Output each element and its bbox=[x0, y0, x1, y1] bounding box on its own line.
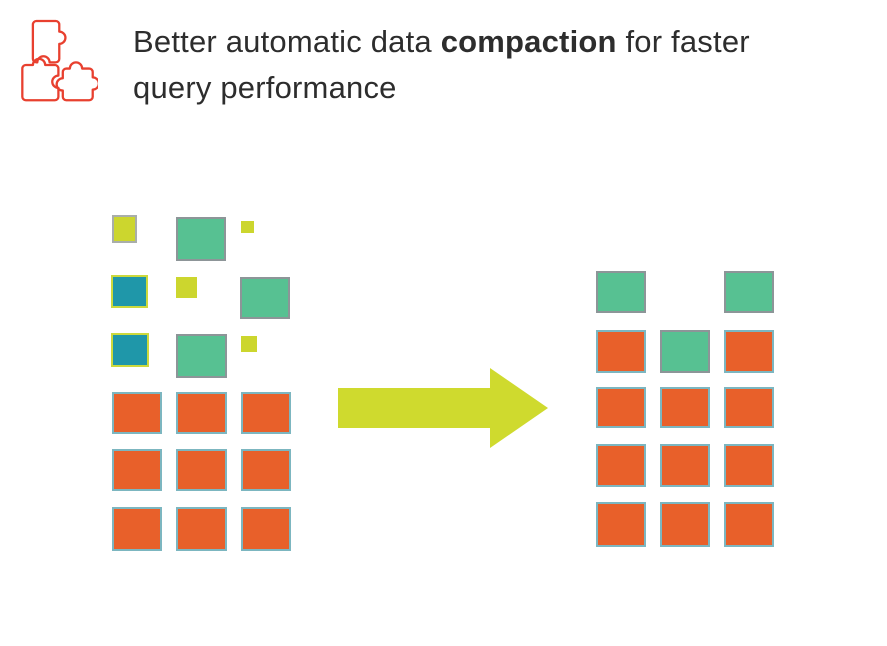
file-block bbox=[596, 444, 646, 487]
file-block bbox=[112, 215, 137, 243]
file-block bbox=[660, 444, 710, 487]
file-block bbox=[111, 333, 149, 367]
title-bold-word: compaction bbox=[440, 24, 617, 59]
file-block bbox=[241, 221, 254, 233]
slide-title: Better automatic data compaction for fas… bbox=[133, 19, 873, 111]
file-block bbox=[176, 277, 197, 298]
file-block bbox=[176, 217, 226, 261]
puzzle-piece-bottom-right bbox=[55, 61, 98, 102]
file-block bbox=[660, 387, 710, 428]
file-block bbox=[112, 507, 162, 551]
file-block bbox=[176, 334, 227, 378]
file-block bbox=[241, 449, 291, 491]
file-block bbox=[660, 502, 710, 547]
file-block bbox=[724, 387, 774, 428]
file-block bbox=[176, 507, 227, 551]
file-block bbox=[176, 392, 227, 434]
arrow-right-icon bbox=[338, 368, 548, 448]
puzzle-icon bbox=[21, 19, 98, 102]
file-block bbox=[241, 336, 257, 352]
file-block bbox=[724, 502, 774, 547]
file-block bbox=[112, 392, 162, 434]
title-suffix: for faster bbox=[616, 24, 750, 59]
puzzle-piece-bottom-left bbox=[21, 57, 60, 102]
file-block bbox=[596, 330, 646, 373]
file-block bbox=[660, 330, 710, 373]
title-line2: query performance bbox=[133, 70, 397, 105]
file-block bbox=[241, 507, 291, 551]
puzzle-piece-top bbox=[31, 19, 67, 64]
file-block bbox=[724, 444, 774, 487]
file-block bbox=[596, 502, 646, 547]
file-block bbox=[596, 271, 646, 313]
file-block bbox=[596, 387, 646, 428]
file-block bbox=[724, 271, 774, 313]
file-block bbox=[176, 449, 227, 491]
file-block bbox=[724, 330, 774, 373]
file-block bbox=[111, 275, 148, 308]
file-block bbox=[241, 392, 291, 434]
file-block bbox=[112, 449, 162, 491]
title-prefix: Better automatic data bbox=[133, 24, 441, 59]
arrow-right-shape bbox=[338, 368, 548, 448]
file-block bbox=[240, 277, 290, 319]
